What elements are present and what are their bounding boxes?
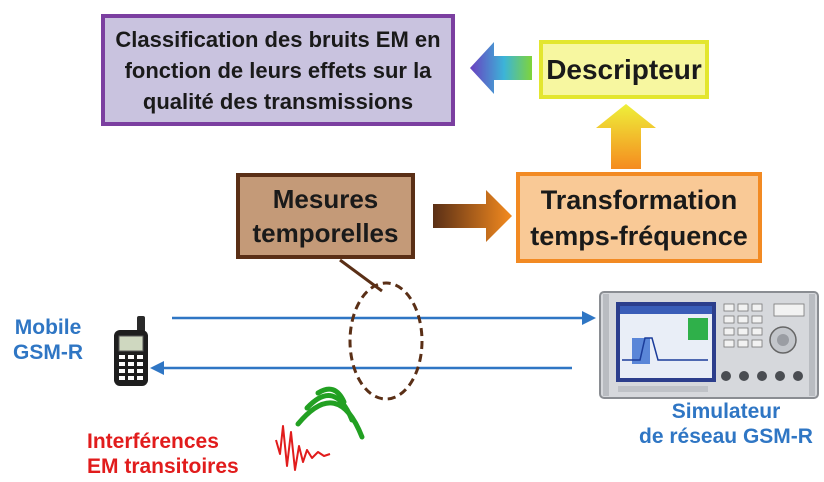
interferences-label: Interférences EM transitoires: [87, 429, 239, 479]
interferences-label-line-2: EM transitoires: [87, 455, 239, 478]
simulateur-label-line-2: de réseau GSM-R: [639, 425, 813, 448]
simulateur-label-line-1: Simulateur: [671, 400, 781, 423]
transformation-box: Transformation temps-fréquence: [516, 172, 762, 263]
simulateur-label: Simulateur de réseau GSM-R: [628, 399, 824, 449]
mobile-phone-icon: [114, 316, 148, 386]
mobile-label-line-2: GSM-R: [13, 341, 83, 364]
signal-waves-icon: [295, 386, 365, 440]
descripteur-box: Descripteur: [539, 40, 709, 99]
mobile-label-line-1: Mobile: [14, 316, 82, 339]
mobile-label: Mobile GSM-R: [9, 315, 87, 365]
uplink-arrowhead: [582, 311, 596, 325]
classification-box: Classification des bruits EM en fonction…: [101, 14, 455, 126]
classification-line-3: qualité des transmissions: [142, 88, 414, 114]
mesures-line-2: temporelles: [252, 218, 399, 248]
classification-line-2: fonction de leurs effets sur la: [124, 57, 432, 83]
classification-line-1: Classification des bruits EM en: [115, 26, 441, 52]
arrow-mesures-to-transformation: [433, 190, 512, 242]
transformation-line-2: temps-fréquence: [530, 220, 748, 251]
measurement-point-ellipse: [348, 281, 424, 401]
arrow-descripteur-to-classification: [470, 42, 532, 94]
network-simulator-icon: [599, 291, 819, 399]
transformation-line-1: Transformation: [540, 184, 738, 215]
downlink-arrowhead: [150, 361, 164, 375]
mesures-box: Mesures temporelles: [236, 173, 415, 259]
descripteur-label: Descripteur: [546, 53, 702, 85]
arrow-transformation-to-descripteur: [596, 104, 656, 169]
transient-pulse-icon: [275, 425, 331, 471]
mesures-line-1: Mesures: [272, 184, 379, 214]
interferences-label-line-1: Interférences: [87, 430, 219, 453]
